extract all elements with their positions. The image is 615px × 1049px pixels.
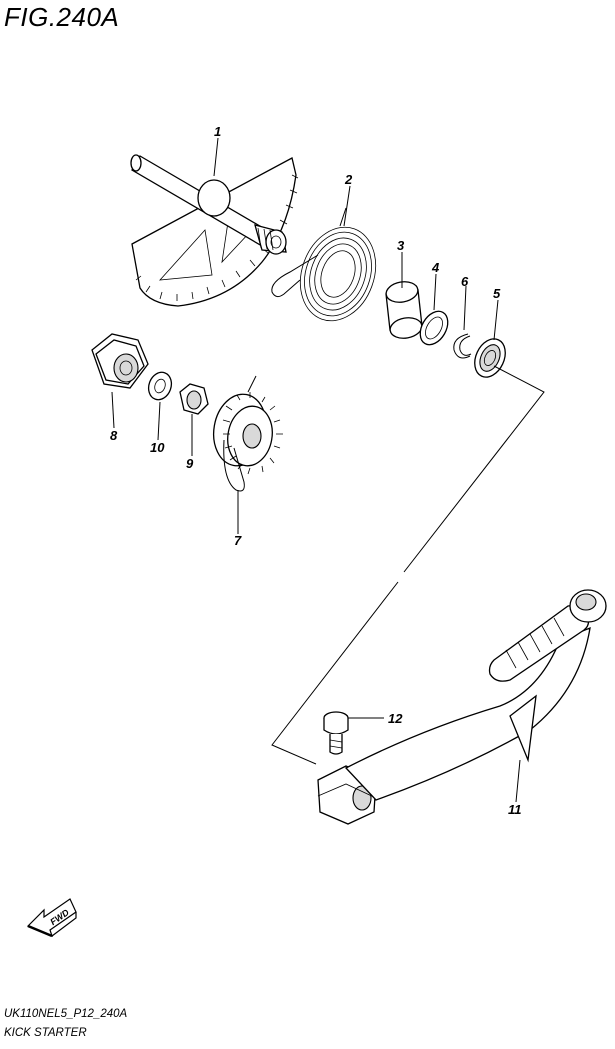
part-7-drive-gear[interactable]	[208, 375, 283, 492]
callout-6: 6	[461, 274, 469, 289]
part-9-nut[interactable]	[179, 383, 209, 415]
part-10-washer[interactable]	[145, 369, 175, 403]
part-8-nut[interactable]	[91, 333, 149, 389]
assembly-guide-line	[271, 365, 545, 765]
callout-10: 10	[150, 440, 165, 455]
callout-4: 4	[431, 260, 440, 275]
part-5-oil-seal[interactable]	[469, 334, 511, 382]
part-3-bushing[interactable]	[385, 279, 424, 340]
callout-1: 1	[214, 124, 221, 139]
part-12-bolt[interactable]	[323, 711, 349, 755]
callout-12: 12	[388, 711, 403, 726]
part-11-kick-lever[interactable]	[317, 589, 607, 825]
callout-9: 9	[186, 456, 194, 471]
part-6-circlip[interactable]	[453, 333, 472, 359]
fwd-arrow-icon: FWD	[26, 898, 77, 938]
figure-name: KICK STARTER	[4, 1027, 87, 1039]
figure-title: FIG.240A	[4, 2, 120, 32]
callout-3: 3	[397, 238, 405, 253]
part-1-kick-shaft[interactable]	[130, 154, 299, 307]
callout-11: 11	[508, 802, 522, 817]
callout-5: 5	[493, 286, 501, 301]
callout-8: 8	[110, 428, 118, 443]
part-4-washer[interactable]	[415, 306, 454, 349]
figure-code: UK110NEL5_P12_240A	[4, 1008, 128, 1020]
callout-2: 2	[344, 172, 353, 187]
leader-lines	[111, 137, 521, 803]
part-2-return-spring[interactable]	[271, 207, 388, 331]
callout-7: 7	[234, 533, 242, 548]
